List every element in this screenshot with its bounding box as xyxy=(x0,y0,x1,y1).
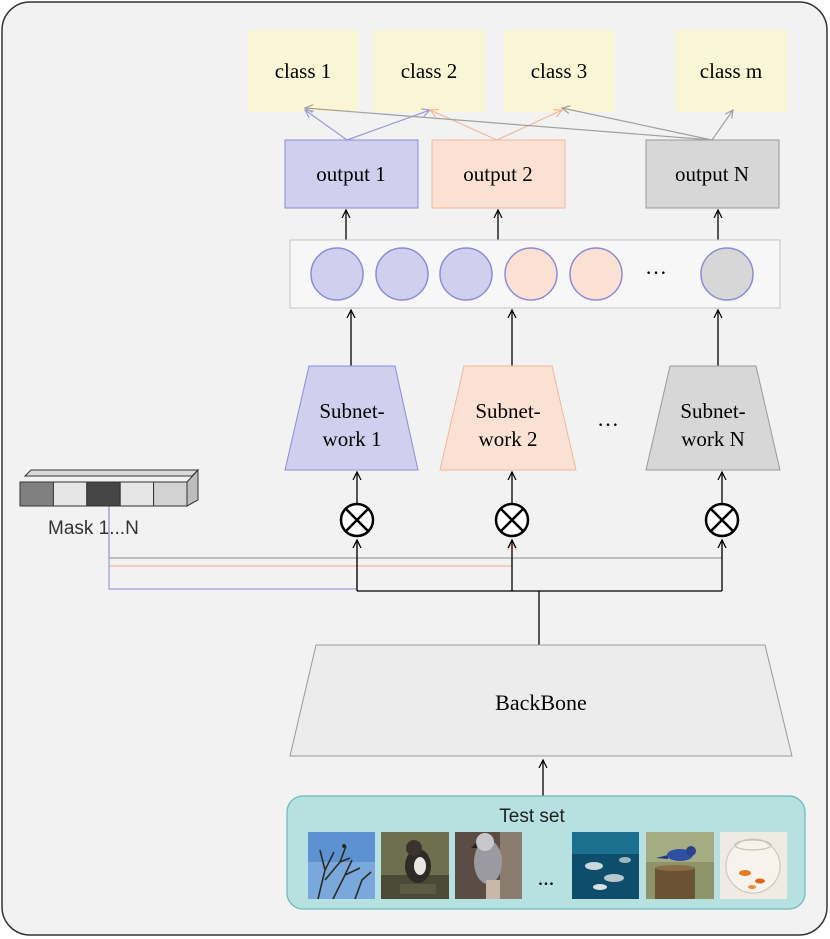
mask-cell-2 xyxy=(52,481,88,507)
multiply-icon xyxy=(704,502,740,538)
test-set-panel: Test set ... xyxy=(286,795,806,910)
class-box-3 xyxy=(504,30,615,112)
neuron-blue-1 xyxy=(310,247,364,301)
arrow-output2-class3 xyxy=(496,110,562,141)
dipper-bird-photo xyxy=(381,832,449,899)
test-set-label: Test set xyxy=(499,806,565,827)
subnet2-label-line1: Subnet- xyxy=(475,399,540,423)
arrow-outputN-classm xyxy=(711,110,733,141)
neuron-blue-2 xyxy=(375,247,429,301)
multiply-operators xyxy=(339,502,740,538)
grey-parrot-photo xyxy=(455,832,522,899)
subnetwork-1 xyxy=(284,365,419,471)
subnetN-label-line2: work N xyxy=(681,427,745,451)
class-label-3: class 3 xyxy=(531,59,588,83)
backbone-block: BackBone xyxy=(289,644,793,757)
neuron-orange-2 xyxy=(569,247,623,301)
backbone-trapezoid xyxy=(289,644,793,757)
subnetN-label-line1: Subnet- xyxy=(680,399,745,423)
class-boxes: class 1 class 2 class 3 class m xyxy=(248,30,787,112)
multiply-to-subnet-arrows xyxy=(357,472,722,503)
mask-cell-3 xyxy=(86,481,121,507)
subnetworks: Subnet- work 1 Subnet- work 2 Subnet- wo… xyxy=(284,365,781,471)
subnet2-label-line2: work 2 xyxy=(479,427,538,451)
bluebird-on-post-photo xyxy=(646,832,714,899)
class-label-1: class 1 xyxy=(275,59,332,83)
class-box-m xyxy=(676,30,787,112)
class-label-2: class 2 xyxy=(401,59,458,83)
arrow-output2-class2 xyxy=(430,110,498,141)
output-box-2 xyxy=(431,139,566,209)
backbone-label: BackBone xyxy=(495,690,587,715)
mask-vector: Mask 1...N xyxy=(19,468,200,539)
class-box-1 xyxy=(248,30,359,112)
subnetwork-N xyxy=(645,365,781,471)
output-boxes: output 1 output 2 output N xyxy=(284,139,780,209)
arrow-output1-class2 xyxy=(346,110,430,141)
mask-cell-1 xyxy=(19,481,54,507)
test-set-ellipsis: ... xyxy=(538,865,555,890)
multiply-icon xyxy=(494,502,530,538)
subnet-ellipsis: ··· xyxy=(597,412,619,437)
neuron-orange-1 xyxy=(504,247,558,301)
bare-tree-sky-photo xyxy=(308,832,375,900)
arrow-output1-class1 xyxy=(305,110,348,141)
neuron-layer: ··· xyxy=(289,239,781,309)
output-label-N: output N xyxy=(675,162,749,186)
output-to-class-arrows xyxy=(305,108,733,141)
arrow-outputN-class3 xyxy=(562,108,713,141)
neuron-to-output-arrows xyxy=(346,210,718,240)
multiply-icon xyxy=(339,502,375,538)
subnet1-label-line1: Subnet- xyxy=(319,399,384,423)
output-box-N xyxy=(645,139,780,209)
output-label-2: output 2 xyxy=(463,162,532,186)
goldfish-bowl-photo xyxy=(720,832,787,899)
class-box-2 xyxy=(374,30,485,112)
subnet1-label-line2: work 1 xyxy=(323,427,382,451)
mask-label: Mask 1...N xyxy=(48,518,139,539)
arrow-outputN-class1 xyxy=(305,108,713,141)
subnet-to-neuron-arrows xyxy=(351,310,718,366)
backbone-feature-lines xyxy=(357,540,722,645)
output-label-1: output 1 xyxy=(316,162,385,186)
fish-underwater-photo xyxy=(572,832,639,899)
class-label-m: class m xyxy=(700,59,762,83)
mask-cell-5 xyxy=(153,481,188,507)
output-box-1 xyxy=(284,139,419,209)
mask-cell-4 xyxy=(119,481,155,507)
subnetwork-2 xyxy=(439,365,577,471)
neuron-blue-3 xyxy=(439,247,493,301)
mask-top-face xyxy=(23,469,200,477)
neuron-ellipsis: ··· xyxy=(645,260,667,285)
neuron-gray-1 xyxy=(700,247,754,301)
